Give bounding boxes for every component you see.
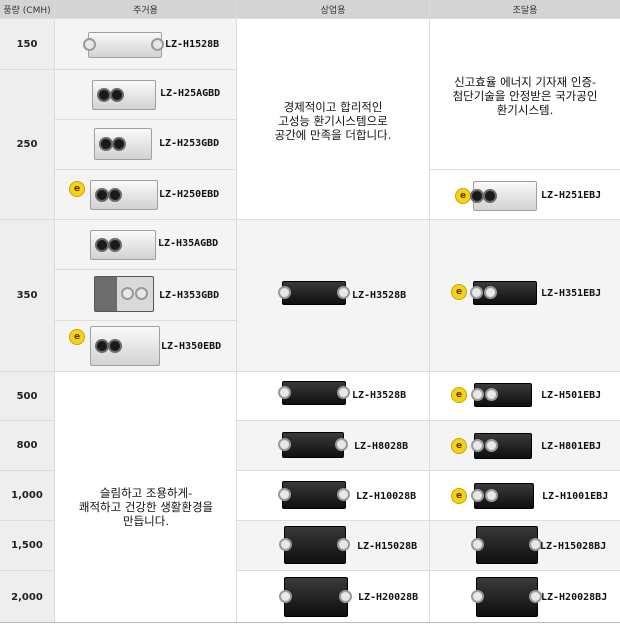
model-lz-h3528b-500: LZ-H3528B [352,390,407,401]
ventilator-white-image [92,80,156,110]
model-lz-h251ebj: LZ-H251EBJ [541,190,602,201]
ventilator-dark-image [471,383,532,407]
header-volume: 풍량 (CMH) [0,0,54,18]
ventilator-dark-image [471,433,532,459]
ventilator-white-image [94,128,152,160]
ventilator-dark-image [279,577,352,617]
ventilator-white-image [90,326,160,366]
model-lz-h25agbd: LZ-H25AGBD [160,88,221,99]
header-residential: 주거용 [55,0,236,18]
model-lz-h8028b: LZ-H8028B [354,441,409,452]
model-lz-h353gbd: LZ-H353GBD [159,290,220,301]
model-lz-h35agbd: LZ-H35AGBD [158,238,219,249]
ventilator-white-image [90,230,156,260]
energy-efficiency-badge-icon: e [455,188,471,204]
energy-efficiency-badge-icon: e [451,488,467,504]
model-lz-h1001ebj: LZ-H1001EBJ [542,491,609,502]
model-lz-h15028b: LZ-H15028B [357,541,418,552]
volume-800: 800 [0,421,54,470]
ventilator-dark-image [470,281,537,305]
volume-2000: 2,000 [0,571,54,623]
energy-efficiency-badge-icon: e [451,438,467,454]
ventilator-white-image [83,32,164,58]
ventilator-white-image [470,181,537,211]
model-lz-h1528b: LZ-H1528B [165,39,220,50]
energy-efficiency-badge-icon: e [451,387,467,403]
model-lz-h20028b: LZ-H20028B [358,592,419,603]
volume-350: 350 [0,220,54,371]
commercial-description: 경제적이고 합리적인 고성능 환기시스템으로 공간에 만족을 더합니다. [274,100,392,142]
ventilator-white-image [90,180,158,210]
energy-efficiency-badge-icon: e [451,284,467,300]
ventilator-dark-image [471,577,542,617]
ventilator-dark-image [278,432,348,458]
ventilator-dark-image [278,381,350,405]
header-procurement: 조달용 [430,0,620,18]
ventilator-gray-image [94,276,154,312]
volume-1500: 1,500 [0,521,54,570]
model-lz-h253gbd: LZ-H253GBD [159,138,220,149]
model-lz-h3528b: LZ-H3528B [352,290,407,301]
volume-250: 250 [0,70,54,219]
ventilator-dark-image [278,281,350,305]
residential-description: 슬림하고 조용하게- 쾌적하고 건강한 생활환경을 만듭니다. [78,486,214,528]
model-lz-h501ebj: LZ-H501EBJ [541,390,602,401]
procurement-description: 신고효율 에너지 기자재 인증- 첨단기술을 안정받은 국가공인 환기시스템. [452,75,598,117]
model-lz-h20028bj: LZ-H20028BJ [541,592,608,603]
header-commercial: 상업용 [237,0,429,18]
ventilator-dark-image [471,526,542,564]
model-lz-h250ebd: LZ-H250EBD [159,189,220,200]
ventilator-dark-image [278,481,350,509]
ventilator-dark-image [279,526,350,564]
energy-efficiency-badge-icon: e [69,181,85,197]
energy-efficiency-badge-icon: e [69,329,85,345]
model-lz-h350ebd: LZ-H350EBD [161,341,222,352]
volume-1000: 1,000 [0,471,54,520]
model-lz-h801ebj: LZ-H801EBJ [541,441,602,452]
model-lz-h10028b: LZ-H10028B [356,491,417,502]
ventilator-dark-image [471,483,534,509]
model-lz-h351ebj: LZ-H351EBJ [541,288,602,299]
volume-150: 150 [0,19,54,69]
model-lz-h15028bj: LZ-H15028BJ [540,541,607,552]
volume-500: 500 [0,372,54,420]
